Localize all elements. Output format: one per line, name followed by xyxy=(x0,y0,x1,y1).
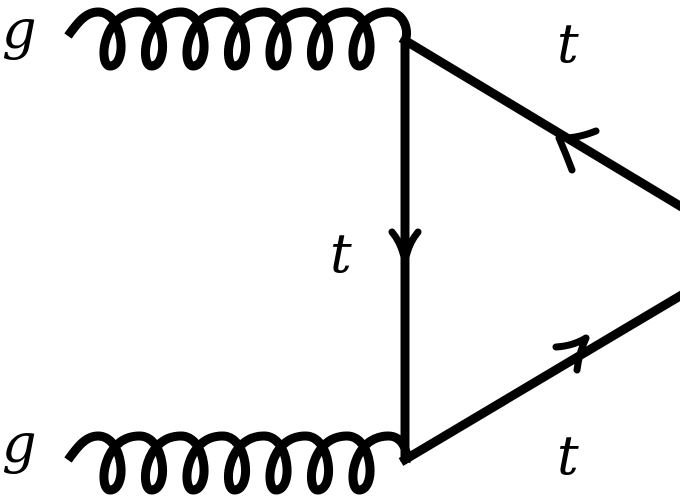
label-top-upper: t xyxy=(557,12,579,75)
label-top-internal: t xyxy=(330,222,352,285)
label-gluon-bottom: g xyxy=(2,412,37,475)
label-top-lower: t xyxy=(557,424,579,487)
top-line-lower xyxy=(398,290,680,466)
gluon-line-lower xyxy=(64,431,412,495)
arrow-lower-icon xyxy=(552,334,590,374)
label-gluon-top: g xyxy=(2,0,37,61)
gluon-line-upper xyxy=(64,7,412,71)
arrow-upper-icon xyxy=(555,127,600,174)
top-line-upper xyxy=(398,34,680,212)
arrow-internal-down-icon xyxy=(388,228,422,266)
